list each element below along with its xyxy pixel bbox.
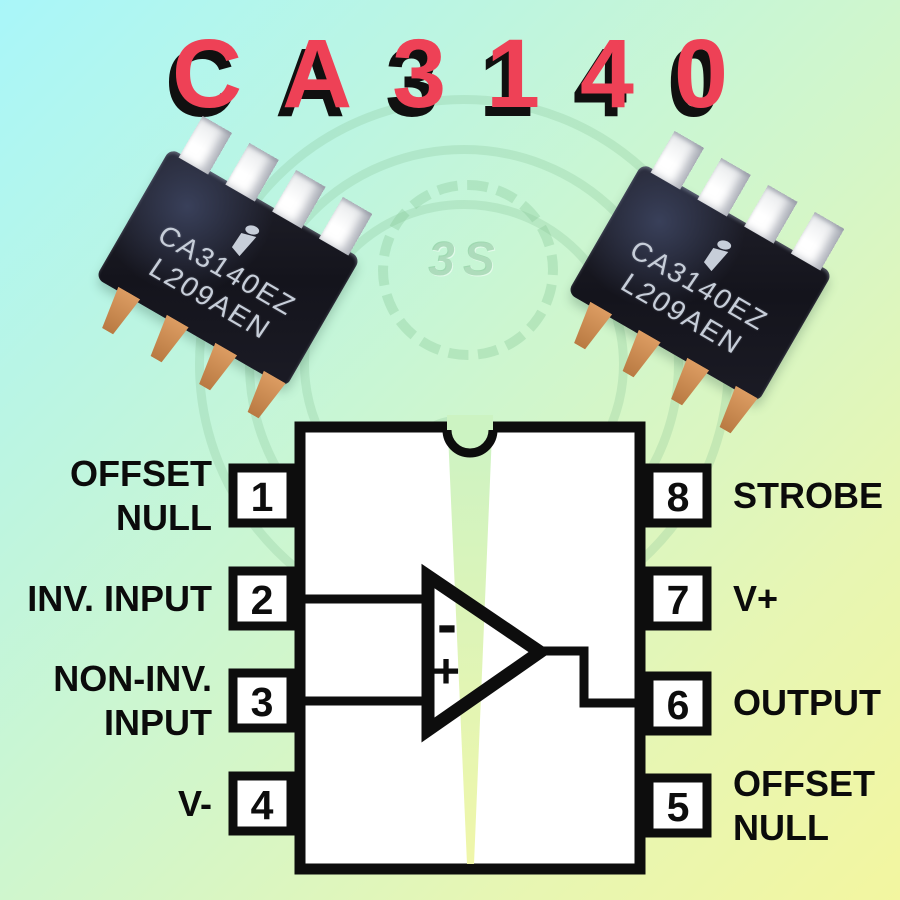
intersil-logo-icon [232, 224, 260, 256]
ic-chip-photo-left: CA3140EZ L209AEN [95, 115, 373, 388]
pin-number-4: 4 [251, 782, 274, 828]
ic-body-seam [448, 433, 492, 864]
pin-box-2 [228, 566, 296, 631]
pin-label-5: OFFSET NULL [733, 763, 875, 848]
pin-number-6: 6 [667, 682, 690, 728]
chip-face: CA3140EZ L209AEN [567, 163, 833, 403]
pin-box-8 [644, 463, 712, 528]
pin-label-8: STROBE [733, 475, 884, 516]
ic-chip-photo-right: CA3140EZ L209AEN [567, 130, 845, 403]
pin-label-6: OUTPUT [733, 682, 881, 723]
pin-box-5 [644, 773, 712, 838]
opamp-triangle [421, 563, 552, 743]
pin-number-5: 5 [667, 784, 690, 830]
pin-box-3 [228, 668, 296, 733]
opamp-inverting-sign: - [437, 591, 457, 658]
pin-label-3: NON-INV. INPUT [53, 658, 212, 743]
pin-label-2: INV. INPUT [27, 578, 212, 619]
chip-face: CA3140EZ L209AEN [95, 148, 361, 388]
ic-notch-gap [447, 415, 493, 433]
pin-label-4: V- [177, 783, 212, 824]
page-title: CA3140 [172, 19, 768, 128]
pin-label-1: OFFSET NULL [70, 453, 212, 538]
pin-box-1 [228, 463, 296, 528]
intersil-logo-icon [704, 239, 732, 271]
opamp-noninverting-sign: + [432, 646, 460, 699]
pin-box-7 [644, 566, 712, 631]
pin-number-2: 2 [251, 577, 274, 623]
pin-box-4 [228, 771, 296, 836]
pin-number-7: 7 [667, 577, 690, 623]
wire-output [536, 646, 640, 708]
pin-label-7: V+ [733, 578, 779, 619]
pin-box-6 [644, 671, 712, 736]
pin-number-1: 1 [251, 474, 274, 520]
ic-notch [442, 429, 498, 458]
pin-number-8: 8 [667, 474, 690, 520]
pin-number-3: 3 [251, 679, 274, 725]
